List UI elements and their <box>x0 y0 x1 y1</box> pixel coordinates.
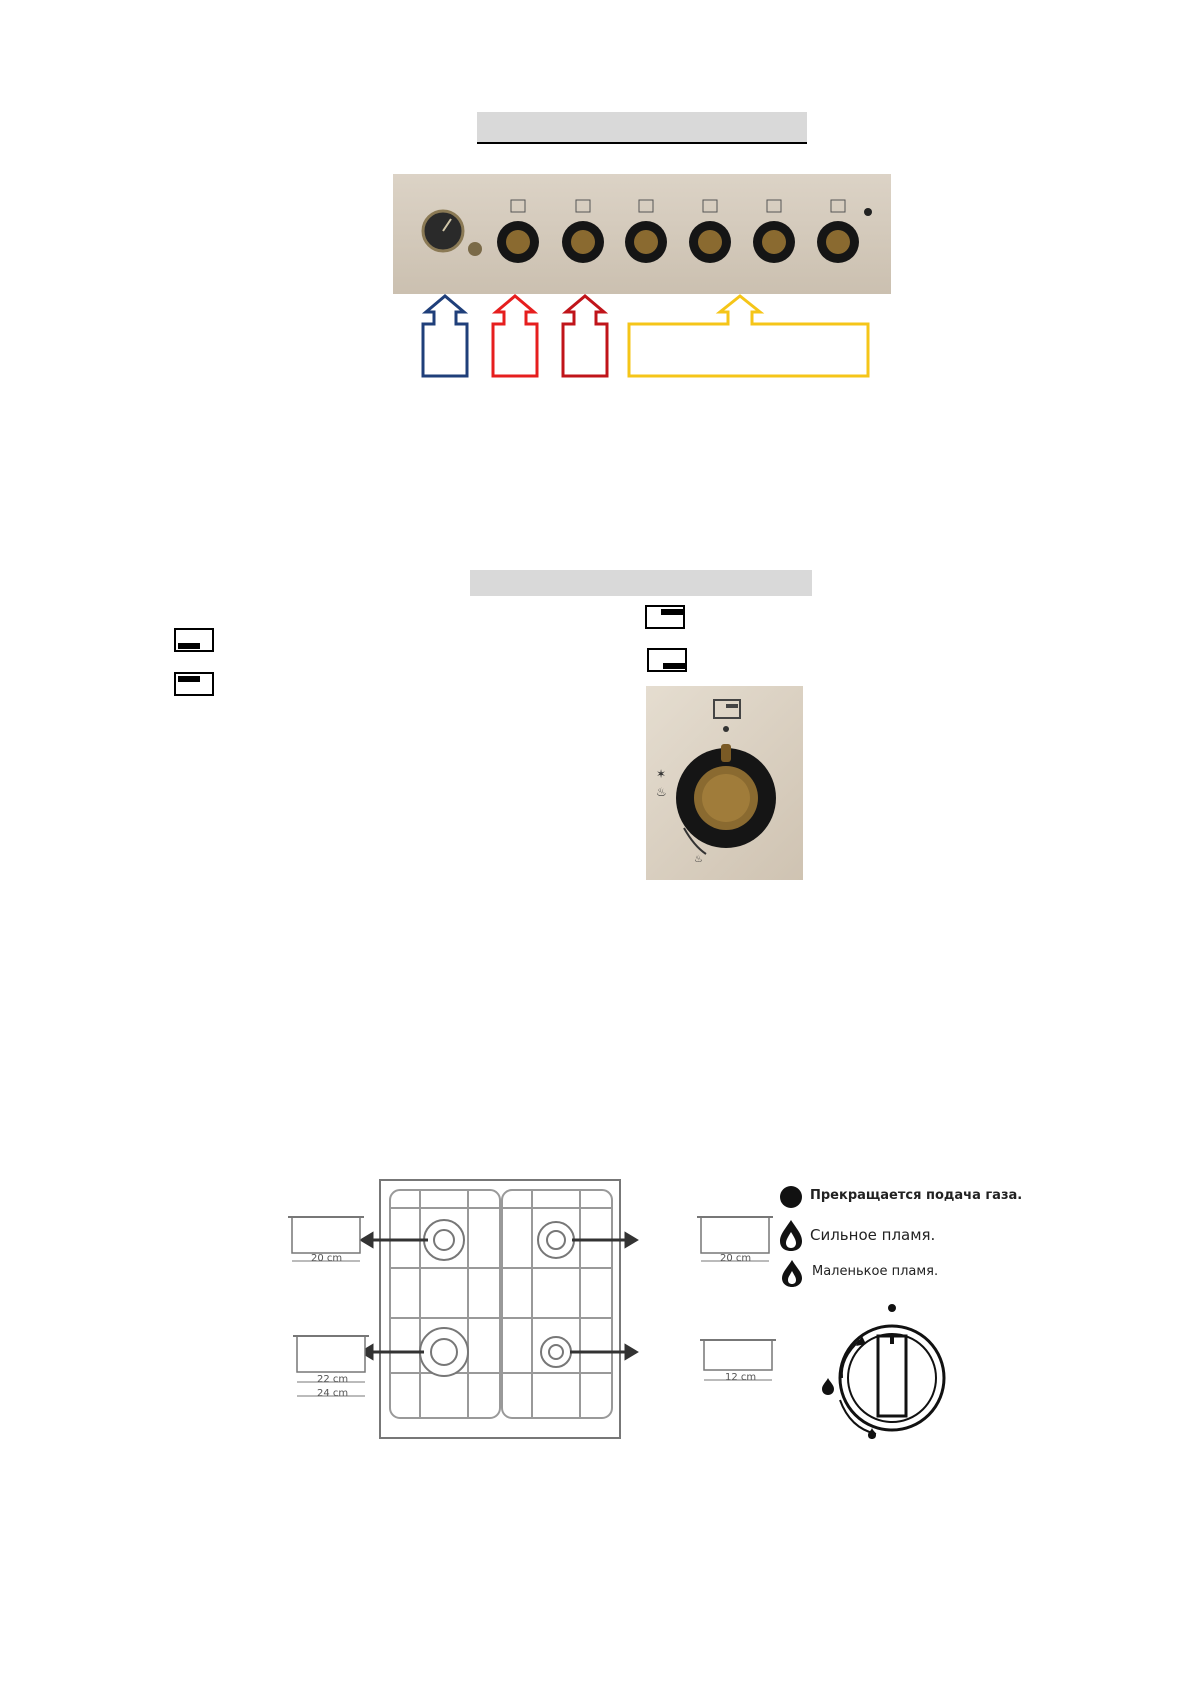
svg-text:♨: ♨ <box>694 854 703 865</box>
pot-bottom-right <box>700 1339 776 1381</box>
oven-knob-1 <box>497 199 539 263</box>
oven-knob-2 <box>562 199 604 263</box>
pot-size-top-left: 20 cm <box>311 1253 343 1264</box>
pot-top-right <box>697 1216 773 1262</box>
burner-top-left <box>423 1219 465 1261</box>
low-flame-icon <box>782 1260 802 1287</box>
high-flame-icon <box>780 1220 802 1251</box>
svg-text:✶: ✶ <box>656 767 666 781</box>
setting-box-icon-2 <box>174 672 214 696</box>
section-header-bar-2 <box>470 570 812 596</box>
burner-knob-4 <box>817 199 859 263</box>
legend-low-flame: Маленькое пламя. <box>812 1264 939 1279</box>
indicator-light <box>864 208 872 216</box>
callout-arrow-oven-1 <box>491 294 539 378</box>
pot-size-bottom-left-1: 22 cm <box>317 1374 349 1385</box>
control-panel-photo <box>393 174 891 294</box>
pot-size-bottom-left-2: 24 cm <box>317 1388 349 1399</box>
control-panel-knobs <box>421 199 872 263</box>
burner-knob-3 <box>753 199 795 263</box>
pot-size-top-right: 20 cm <box>720 1253 752 1264</box>
burner-knob-1 <box>625 199 667 263</box>
pot-bottom-left <box>293 1335 369 1397</box>
burner-knob-closeup: ✶ ♨ ♨ <box>646 686 803 880</box>
pot-top-left <box>288 1216 364 1262</box>
callout-arrow-burners <box>627 294 870 378</box>
hob-top-view-diagram <box>359 1179 639 1439</box>
svg-text:♨: ♨ <box>656 785 667 799</box>
callout-arrows <box>421 294 870 378</box>
burner-bottom-left <box>419 1327 469 1377</box>
setting-box-icon-4 <box>647 648 687 672</box>
burner-bottom-right <box>540 1336 572 1368</box>
setting-box-icon-1 <box>174 628 214 652</box>
callout-arrow-oven-2 <box>561 294 609 378</box>
burner-top-right <box>537 1221 575 1259</box>
ignition-button <box>468 242 482 256</box>
legend-high-flame: Сильное пламя. <box>810 1226 936 1244</box>
callout-arrow-timer <box>421 294 469 378</box>
knob-rotation-diagram <box>822 1304 946 1439</box>
setting-box-icon-3 <box>645 605 685 629</box>
section-header-bar-1 <box>477 112 807 144</box>
legend-gas-off: Прекращается подача газа. <box>810 1188 1023 1203</box>
pot-size-bottom-right: 12 cm <box>725 1372 757 1383</box>
gas-off-icon <box>780 1186 802 1208</box>
burner-knob-2 <box>689 199 731 263</box>
